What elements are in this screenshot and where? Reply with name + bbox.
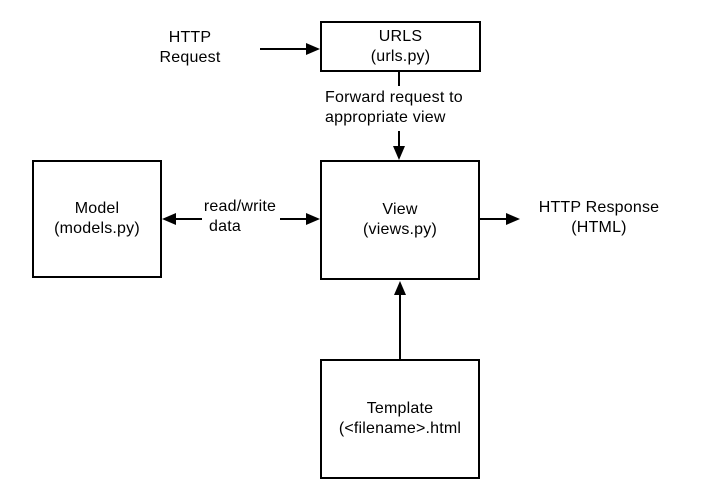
arrowhead-left-icon [162,213,176,225]
forward-request-line2: appropriate view [325,109,446,126]
model-node-title: Model [74,200,120,217]
http-response-line2: (HTML) [571,219,627,236]
urls-node-subtitle: (urls.py) [370,47,431,65]
model-node-subtitle: (models.py) [54,220,140,237]
forward-request-label: Forward request to appropriate view [325,88,500,128]
arrowhead-down-icon [393,146,405,160]
arrowhead-up-icon [394,281,406,295]
template-node-subtitle: (<filename>.html [338,420,462,437]
readwrite-line1: read/write [203,198,277,215]
forward-arrow-shaft-top [398,72,400,86]
readwrite-arrow-shaft-left [176,218,202,220]
model-node: Model (models.py) [32,160,162,278]
readwrite-label: read/write data [198,197,282,237]
urls-node-title: URLS [378,27,423,45]
forward-arrow-shaft-bottom [398,131,400,146]
urls-node: URLS (urls.py) [320,21,481,72]
http-request-line2: Request [159,49,221,66]
view-node-title: View [382,201,418,218]
readwrite-arrow-shaft-right [280,218,306,220]
template-arrow-shaft [399,295,401,359]
view-node: View (views.py) [320,160,480,280]
http-request-label: HTTP Request [128,28,252,68]
view-node-subtitle: (views.py) [362,221,437,238]
http-response-label: HTTP Response (HTML) [529,198,669,238]
arrowhead-right-icon [506,213,520,225]
arrowhead-right-icon [306,213,320,225]
response-arrow-shaft [480,218,506,220]
readwrite-line2: data [209,218,241,235]
template-node: Template (<filename>.html [320,359,480,479]
http-response-line1: HTTP Response [538,199,660,216]
template-node-title: Template [366,400,434,417]
request-arrow-shaft [260,48,306,50]
forward-request-line1: Forward request to [325,89,463,106]
http-request-line1: HTTP [168,29,212,46]
arrowhead-right-icon [306,43,320,55]
